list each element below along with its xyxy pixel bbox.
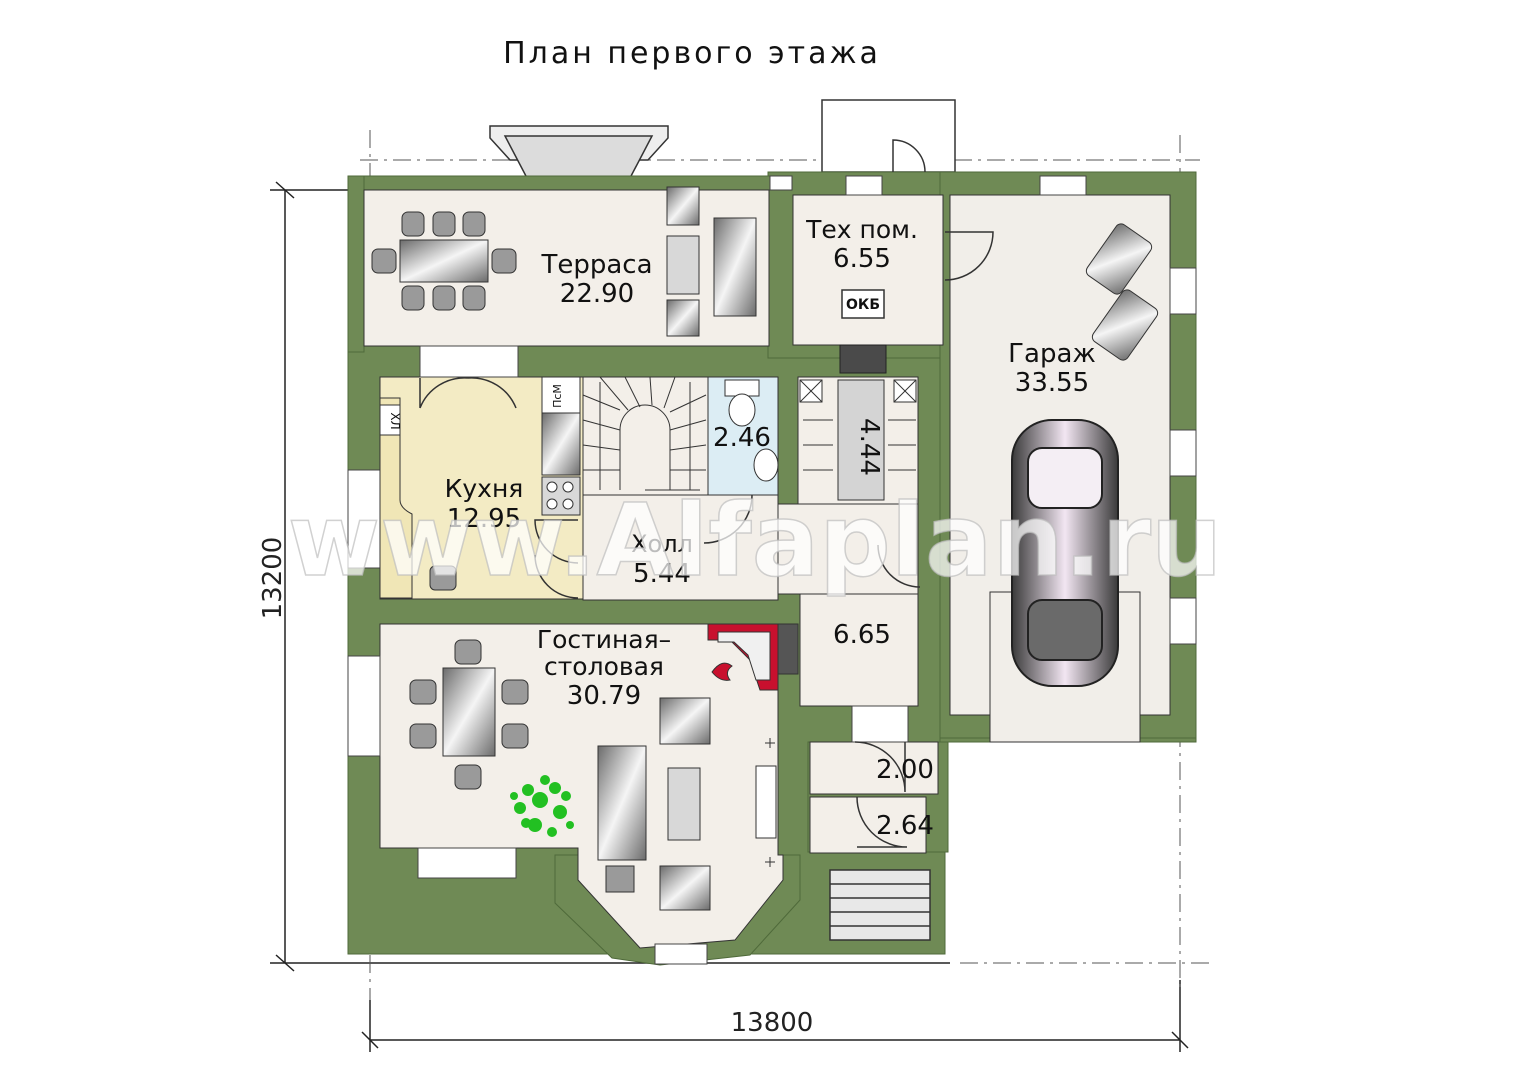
wc-fixtures — [724, 379, 779, 482]
terrace-steps — [489, 125, 669, 186]
fireplace — [707, 623, 799, 691]
hall-area: 5.44 — [633, 559, 691, 589]
dishwasher-label: ПсМ — [551, 384, 564, 408]
dimension-width: 13800 — [731, 1008, 814, 1038]
vestibule-floor — [809, 741, 939, 795]
boiler — [841, 289, 885, 319]
boiler-label: ОКБ — [846, 297, 880, 313]
dimension-height: 13200 — [258, 537, 288, 620]
windows — [347, 175, 1197, 965]
garage-car — [1011, 419, 1119, 687]
kitchen-furniture — [379, 376, 581, 599]
terrace-furniture — [371, 186, 757, 337]
room-665-floor — [799, 593, 919, 707]
watermark: www.Alfaplan.ru — [288, 482, 1222, 599]
wardrobe-shelves — [799, 379, 917, 501]
staircase — [582, 376, 707, 491]
plant — [510, 775, 574, 837]
kitchen-name: Кухня — [445, 474, 524, 503]
kitchen-area: 12.95 — [447, 504, 521, 534]
plan-title: План первого этажа — [503, 36, 881, 71]
wc-area: 2.46 — [713, 423, 771, 453]
chimney — [839, 344, 887, 374]
porch-floor — [809, 796, 927, 854]
hall-name: Холл — [631, 530, 693, 558]
living-furniture — [409, 639, 777, 911]
tech-floor — [792, 194, 944, 346]
entrance-steps — [829, 869, 931, 941]
porch-area: 2.64 — [876, 811, 934, 841]
wardrobe-area: 4.44 — [854, 418, 884, 476]
garage-motorbikes — [1085, 223, 1159, 361]
tech-name: Тех пом. — [805, 215, 918, 244]
tech-area: 6.55 — [833, 244, 891, 274]
living-area: 30.79 — [567, 681, 641, 711]
doors — [419, 139, 994, 848]
garage-area: 33.55 — [1015, 368, 1089, 398]
terrace-area: 22.90 — [560, 279, 634, 309]
terrace-name: Терраса — [540, 250, 652, 280]
hall-floor — [582, 494, 779, 601]
garage-name: Гараж — [1008, 339, 1096, 369]
living-name-line1: Гостиная– — [537, 625, 671, 654]
room-665-area: 6.65 — [833, 620, 891, 650]
living-name-line2: столовая — [544, 652, 664, 681]
tech-porch — [821, 99, 956, 173]
dimension-lines — [270, 181, 1189, 1052]
fridge-label: ХЛ — [388, 412, 402, 429]
vestibule-area: 2.00 — [876, 755, 934, 785]
